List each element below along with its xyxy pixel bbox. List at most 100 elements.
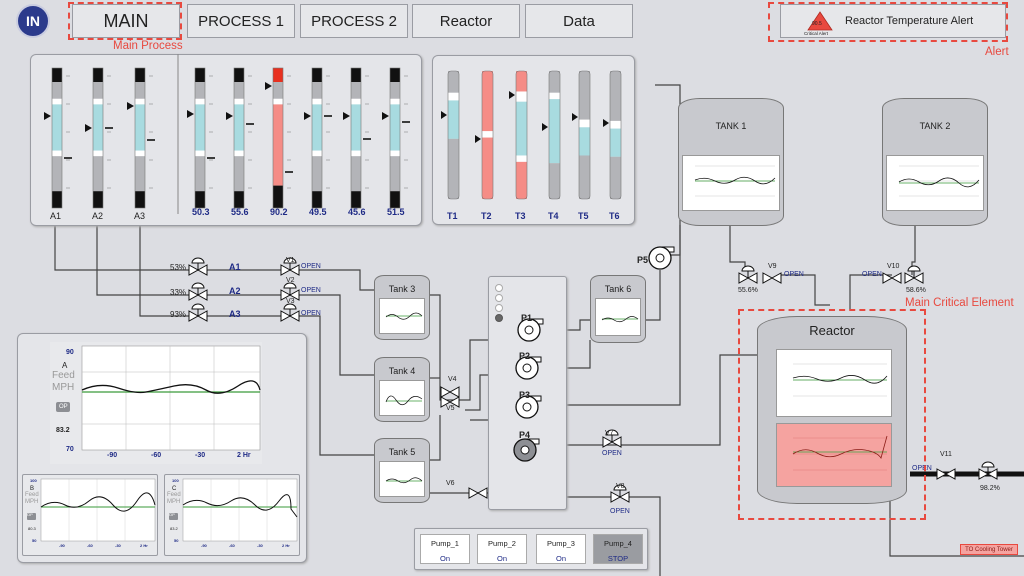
logo[interactable]: IN (16, 4, 50, 38)
tank-1[interactable]: TANK 1 (678, 98, 784, 226)
feed-c-word1: Feed (167, 492, 181, 498)
pump-1-status[interactable]: Pump_1 On (420, 534, 470, 564)
tank-5[interactable]: Tank 5 (374, 438, 430, 503)
valve-v3 (280, 303, 300, 322)
valve-v4 (440, 386, 460, 398)
valve-v7-state: OPEN (602, 450, 622, 457)
feed-a-op[interactable]: OP (59, 404, 68, 410)
feed-a-xtick-4: 2 Hr (237, 452, 251, 459)
feed-c-ymax: 100 (172, 478, 179, 483)
feed-c-word2: MPH (167, 499, 181, 505)
feed-c-xtick-4: 2 Hr (282, 543, 290, 548)
temperature-gauge-5 (572, 70, 591, 200)
tank-3-trend (379, 298, 425, 334)
feed-a-word1: Feed (52, 370, 75, 381)
main-process-label: Main Process (113, 40, 183, 52)
tank-4[interactable]: Tank 4 (374, 357, 430, 422)
feed-b-word2: MPH (25, 499, 39, 505)
temperature-gauge-1 (441, 70, 460, 200)
pump-3-status[interactable]: Pump_3 On (536, 534, 586, 564)
feed-name-a2: A2 (229, 286, 241, 296)
valve-v10-tank2 (904, 265, 924, 284)
valve-v11-pilot (978, 461, 998, 480)
temperature-gauge-2 (475, 70, 494, 200)
gauge-value-5: 45.6 (348, 207, 366, 217)
tab-data-label: Data (563, 12, 595, 30)
feed-c-xtick-1: -90 (201, 543, 207, 548)
feed-pct-2: 33% (170, 288, 187, 297)
valve-v1-label: V1 (286, 257, 295, 264)
valve-v9-label: V9 (768, 263, 777, 270)
reactor-vessel[interactable]: Reactor (757, 316, 907, 504)
tab-process-1[interactable]: PROCESS 1 (187, 4, 295, 38)
tank-3[interactable]: Tank 3 (374, 275, 430, 340)
pump-p1-label: P1 (521, 313, 533, 323)
tank-2[interactable]: TANK 2 (882, 98, 988, 226)
reactor-temperature-trend (776, 423, 892, 487)
logo-text: IN (26, 13, 40, 29)
valve-v10 (882, 272, 902, 284)
valve-v7-label: V7 (605, 430, 614, 437)
tab-main-label: MAIN (103, 10, 149, 31)
feed-pct-1: 53% (170, 263, 187, 272)
pump-p5-label: P5 (637, 255, 649, 265)
valve-v7 (602, 429, 622, 448)
feed-c-letter: C (172, 486, 177, 492)
gauge-value-6: 51.5 (387, 207, 405, 217)
valve-v8-state: OPEN (610, 508, 630, 515)
feed-b-xtick-3: -30 (115, 543, 121, 548)
tab-main[interactable]: MAIN (72, 4, 180, 38)
gauge-value-4: 49.5 (309, 207, 327, 217)
valve-v9 (762, 272, 782, 284)
pump-2-state: On (496, 554, 507, 563)
tab-reactor[interactable]: Reactor (412, 4, 520, 38)
valve-v10-state: OPEN (862, 271, 882, 278)
reactor-alert-button[interactable]: Reactor Temperature Alert (780, 4, 1006, 38)
critical-element-highlight (738, 309, 926, 520)
valve-v5 (440, 396, 460, 408)
pump-panel-indicators (495, 284, 503, 322)
tank-6-label: Tank 6 (604, 284, 632, 294)
feed-chart-b (22, 474, 158, 556)
gauge-value-1: 50.3 (192, 207, 210, 217)
tank-1-label: TANK 1 (715, 121, 747, 131)
tank-6[interactable]: Tank 6 (590, 275, 646, 343)
tank-4-label: Tank 4 (388, 366, 416, 376)
tab-data[interactable]: Data (525, 4, 633, 38)
pump-3-state: On (555, 554, 566, 563)
tank-6-trend (595, 298, 641, 336)
pump-1-state: On (439, 554, 450, 563)
feed-a-xtick-3: -30 (195, 452, 206, 459)
tab-process-2[interactable]: PROCESS 2 (300, 4, 408, 38)
gauge-value-bar-6 (382, 67, 410, 209)
pump-4-status[interactable]: Pump_4 STOP (593, 534, 643, 564)
pump-p3-label: P3 (519, 390, 531, 400)
feed-name-a1: A1 (229, 262, 241, 272)
feed-a-ymax: 90 (66, 349, 74, 356)
tank-3-label: Tank 3 (388, 284, 416, 294)
valve-v5-label: V5 (446, 405, 455, 412)
feed-b-xtick-4: 2 Hr (140, 543, 148, 548)
gauge-value-2: 55.6 (231, 207, 249, 217)
feed-b-letter: B (30, 486, 35, 492)
tank-1-trend (682, 155, 780, 211)
temperature-gauge-6 (603, 70, 622, 200)
pump-2-status[interactable]: Pump_2 On (477, 534, 527, 564)
pump-panel (488, 276, 567, 510)
reactor-title: Reactor (809, 323, 855, 338)
alert-title: Reactor Temperature Alert (845, 15, 974, 27)
feed-b-op[interactable]: OP (27, 512, 33, 517)
cooling-tower-tag[interactable]: TO Cooling Tower (960, 544, 1018, 555)
pump-p4-label: P4 (519, 430, 531, 440)
valve-v6 (468, 487, 488, 499)
gauge-value-3: 90.2 (270, 207, 288, 217)
valve-v11-label: V11 (940, 451, 952, 458)
tank-4-trend (379, 380, 425, 416)
feed-a-xtick-1: -90 (107, 452, 118, 459)
pump-p4 (513, 438, 540, 462)
feed-c-op[interactable]: OP (169, 512, 175, 517)
valve-v8-label: V8 (616, 483, 625, 490)
feed-b-ymax: 100 (30, 478, 37, 483)
gauge-value-bar-5 (343, 67, 371, 209)
